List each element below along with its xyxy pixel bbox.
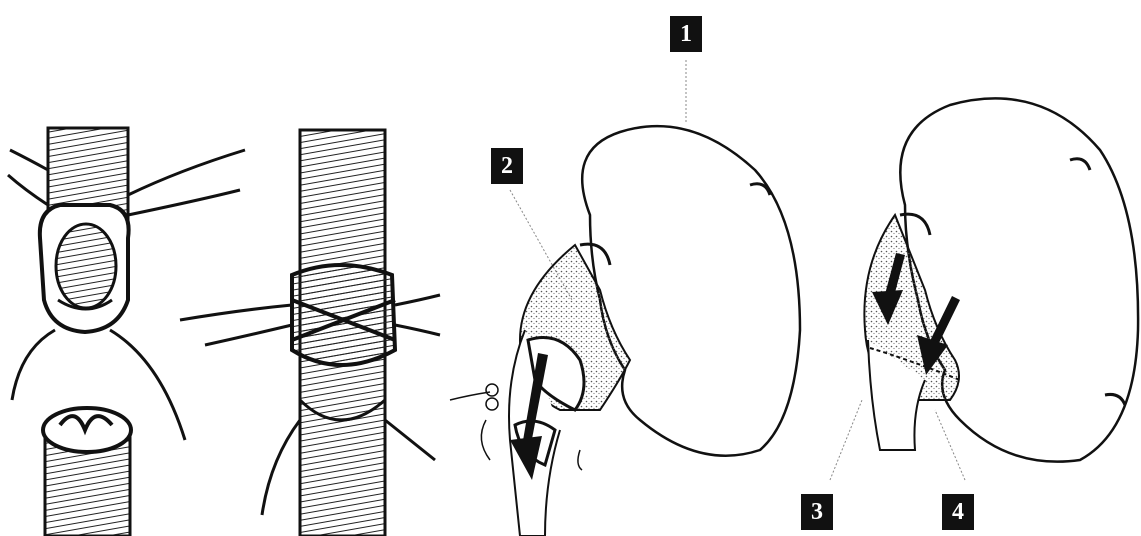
callout-label-2: 2 — [491, 148, 523, 184]
kidney-right — [900, 98, 1138, 461]
callout-label-4: 4 — [942, 494, 974, 530]
vessel-completed-anastomosis — [292, 130, 395, 536]
vessel-end-upper — [40, 128, 129, 332]
vessel-end-lower — [43, 408, 131, 536]
kidney-left — [580, 126, 800, 456]
callout-label-1: 1 — [670, 16, 702, 52]
callout-label-3: 3 — [801, 494, 833, 530]
